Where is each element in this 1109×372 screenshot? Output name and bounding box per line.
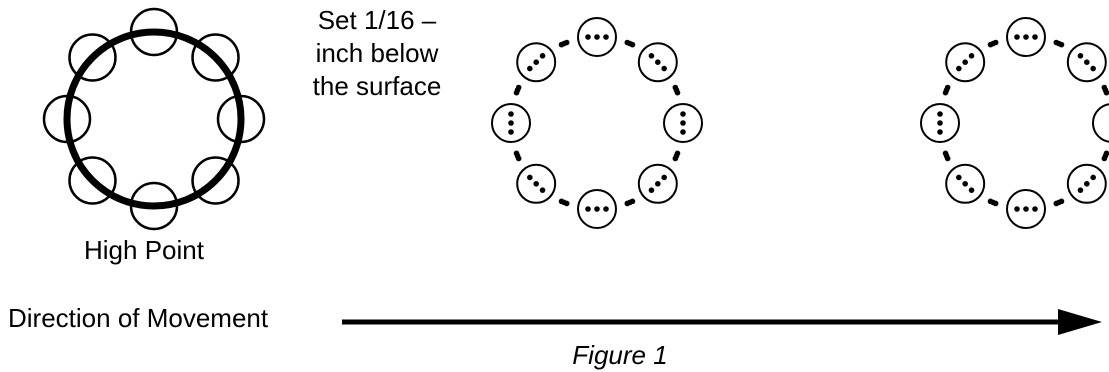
groove-dot xyxy=(968,187,975,193)
small-circle xyxy=(663,103,703,143)
ring-dot xyxy=(674,89,681,96)
groove-dot xyxy=(648,53,655,59)
small-circle xyxy=(1092,103,1109,143)
groove-dot xyxy=(1084,59,1090,65)
groove-dot xyxy=(968,53,975,59)
groove-dot xyxy=(603,206,609,212)
small-circle xyxy=(945,163,986,204)
ring-dot xyxy=(513,150,520,157)
direction-arrow-head xyxy=(1058,309,1102,335)
groove-dot xyxy=(1084,181,1090,187)
small-circle xyxy=(516,42,557,83)
groove-dot xyxy=(1077,187,1084,193)
groove-dot xyxy=(661,65,667,72)
small-circle xyxy=(945,42,986,83)
groove-dot xyxy=(1014,34,1020,40)
stage-1-initial-ring xyxy=(42,7,266,231)
groove-dot xyxy=(680,120,686,126)
ring-dot xyxy=(1058,41,1065,48)
small-circle xyxy=(491,103,531,143)
ring-dot xyxy=(624,200,631,207)
small-circle xyxy=(577,17,617,57)
groove-dot xyxy=(1023,206,1029,212)
ring-dot xyxy=(987,198,994,205)
groove-dot xyxy=(585,206,591,212)
groove-dot xyxy=(655,181,661,187)
set-depth-label: Set 1/16 – inch below the surface xyxy=(292,4,462,103)
ring-dot xyxy=(563,39,570,46)
direction-arrow xyxy=(342,309,1102,335)
small-circle xyxy=(637,163,678,204)
small-circle xyxy=(577,189,617,229)
small-circle xyxy=(191,33,240,82)
groove-dot xyxy=(962,181,968,187)
groove-dot xyxy=(594,34,600,40)
groove-dot xyxy=(533,181,539,187)
groove-dot xyxy=(533,59,539,65)
direction-of-movement-label: Direction of Movement xyxy=(8,303,269,333)
ring-dot xyxy=(944,84,951,91)
ring-dot xyxy=(1103,89,1109,96)
small-circle xyxy=(516,163,557,204)
groove-dot xyxy=(648,187,655,193)
groove-dot xyxy=(1014,206,1020,212)
figure-caption: Figure 1 xyxy=(572,340,668,370)
groove-dot xyxy=(585,34,591,40)
groove-dot xyxy=(1023,34,1029,40)
groove-dot xyxy=(956,174,962,181)
ring-dot xyxy=(992,39,999,46)
small-circle xyxy=(1006,189,1046,229)
ring-dot xyxy=(629,41,636,48)
groove-dot xyxy=(1090,174,1096,181)
groove-dot xyxy=(1032,206,1038,212)
set-depth-line-1: Set 1/16 – xyxy=(317,5,437,35)
small-circle xyxy=(191,156,240,205)
groove-dot xyxy=(962,59,968,65)
groove-dot xyxy=(937,129,943,135)
small-circle xyxy=(68,156,117,205)
groove-dot xyxy=(937,111,943,117)
groove-dot xyxy=(508,120,514,126)
ring-dot xyxy=(672,155,679,162)
small-circle xyxy=(637,42,678,83)
ring-dot xyxy=(558,198,565,205)
groove-dot xyxy=(527,65,533,72)
small-circle xyxy=(920,103,960,143)
groove-dot xyxy=(539,53,546,59)
groove-dot xyxy=(527,174,533,181)
small-circle xyxy=(1066,163,1107,204)
ring-dot xyxy=(515,84,522,91)
ring-dot xyxy=(942,150,949,157)
groove-dot xyxy=(680,129,686,135)
groove-dot xyxy=(508,111,514,117)
groove-dot xyxy=(655,59,661,65)
groove-dot xyxy=(603,34,609,40)
groove-dot xyxy=(661,174,667,181)
small-circle xyxy=(68,33,117,82)
bold-ring xyxy=(63,28,245,210)
stage-2-dotted-ring xyxy=(491,17,703,229)
groove-dot xyxy=(1077,53,1084,59)
groove-dot xyxy=(1032,34,1038,40)
small-circle xyxy=(1006,17,1046,57)
high-point-label: High Point xyxy=(84,235,204,265)
stage-3-dotted-ring xyxy=(920,17,1109,229)
groove-dot xyxy=(594,206,600,212)
groove-dot xyxy=(539,187,546,193)
groove-dot xyxy=(680,111,686,117)
ring-dot xyxy=(1101,155,1108,162)
ring-dot xyxy=(1053,200,1060,207)
groove-dot xyxy=(937,120,943,126)
small-circle xyxy=(1066,42,1107,83)
groove-dot xyxy=(956,65,962,72)
set-depth-line-3: the surface xyxy=(312,71,442,101)
groove-dot xyxy=(508,129,514,135)
set-depth-line-2: inch below xyxy=(315,38,439,68)
groove-dot xyxy=(1090,65,1096,72)
